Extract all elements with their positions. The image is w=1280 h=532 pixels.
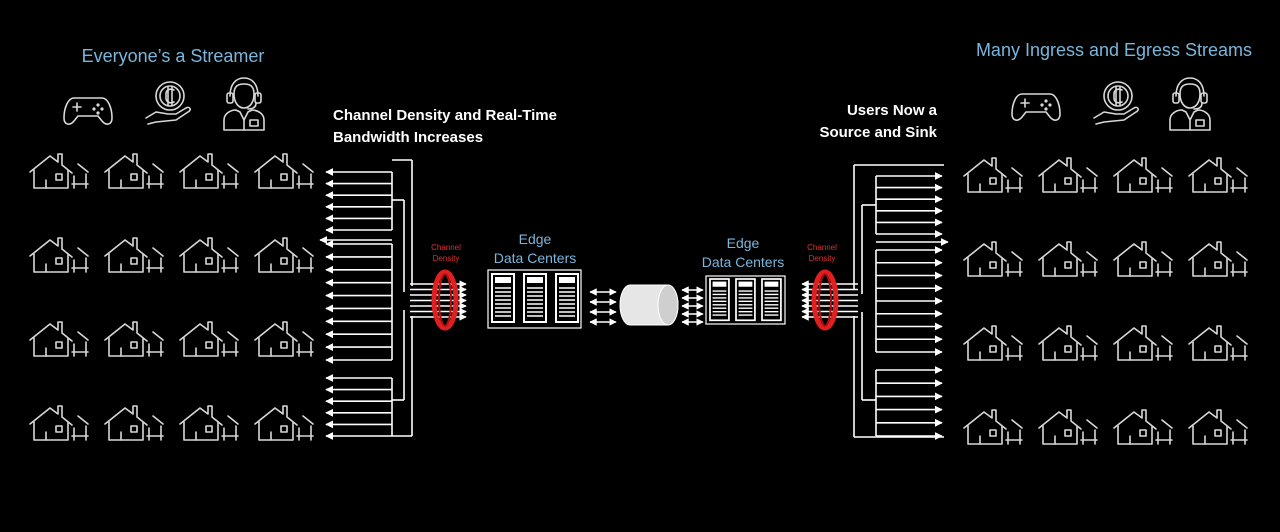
- left-density-label-line1: Channel: [431, 243, 461, 252]
- gamepad-icon: [1011, 93, 1061, 121]
- left-density-label-line2: Density: [433, 254, 460, 263]
- right-data-center: [705, 275, 786, 325]
- left-caption-line2: Bandwidth Increases: [333, 129, 483, 146]
- core-network-cylinder: [619, 284, 679, 326]
- house-icon: [1188, 157, 1248, 193]
- house-icon: [179, 237, 239, 273]
- right-arrow-bundle: [801, 164, 949, 440]
- house-icon: [963, 409, 1023, 445]
- right-house-grid: [963, 157, 1248, 445]
- right-title: Many Ingress and Egress Streams: [976, 40, 1252, 60]
- headset-agent-icon: [1169, 77, 1211, 131]
- left-edge-label-line2: Data Centers: [494, 250, 576, 266]
- headset-agent-icon: [223, 77, 265, 131]
- left-house-grid: [29, 153, 314, 441]
- right-density-label-line1: Channel: [807, 243, 837, 252]
- house-icon: [1113, 157, 1173, 193]
- coin-hand-icon: [145, 81, 191, 125]
- house-icon: [179, 321, 239, 357]
- house-icon: [104, 405, 164, 441]
- coin-hand-icon: [1093, 81, 1139, 125]
- house-icon: [29, 237, 89, 273]
- house-icon: [1038, 409, 1098, 445]
- house-icon: [104, 237, 164, 273]
- interconnect-arrows: [589, 286, 704, 326]
- house-icon: [1188, 409, 1248, 445]
- house-icon: [254, 405, 314, 441]
- left-edge-label-line1: Edge: [519, 231, 552, 247]
- house-icon: [963, 157, 1023, 193]
- house-icon: [1188, 241, 1248, 277]
- house-icon: [104, 321, 164, 357]
- house-icon: [963, 241, 1023, 277]
- house-icon: [1113, 409, 1173, 445]
- left-density-ring: [431, 269, 459, 331]
- house-icon: [29, 153, 89, 189]
- house-icon: [1113, 241, 1173, 277]
- left-data-center: [487, 269, 582, 329]
- left-title: Everyone’s a Streamer: [82, 46, 265, 66]
- gamepad-icon: [63, 97, 113, 125]
- right-edge-label-line1: Edge: [727, 235, 760, 251]
- house-icon: [254, 321, 314, 357]
- house-icon: [179, 153, 239, 189]
- house-icon: [1188, 325, 1248, 361]
- right-caption-line1: Users Now a: [847, 102, 938, 119]
- house-icon: [254, 153, 314, 189]
- house-icon: [29, 405, 89, 441]
- right-density-label-line2: Density: [809, 254, 836, 263]
- left-arrow-bundle: [319, 159, 467, 440]
- house-icon: [104, 153, 164, 189]
- left-caption-line1: Channel Density and Real-Time: [333, 107, 557, 124]
- house-icon: [963, 325, 1023, 361]
- house-icon: [1113, 325, 1173, 361]
- house-icon: [1038, 325, 1098, 361]
- right-density-ring: [811, 269, 839, 331]
- house-icon: [1038, 241, 1098, 277]
- house-icon: [254, 237, 314, 273]
- house-icon: [1038, 157, 1098, 193]
- right-caption-line2: Source and Sink: [819, 124, 937, 141]
- right-edge-label-line2: Data Centers: [702, 254, 784, 270]
- house-icon: [29, 321, 89, 357]
- house-icon: [179, 405, 239, 441]
